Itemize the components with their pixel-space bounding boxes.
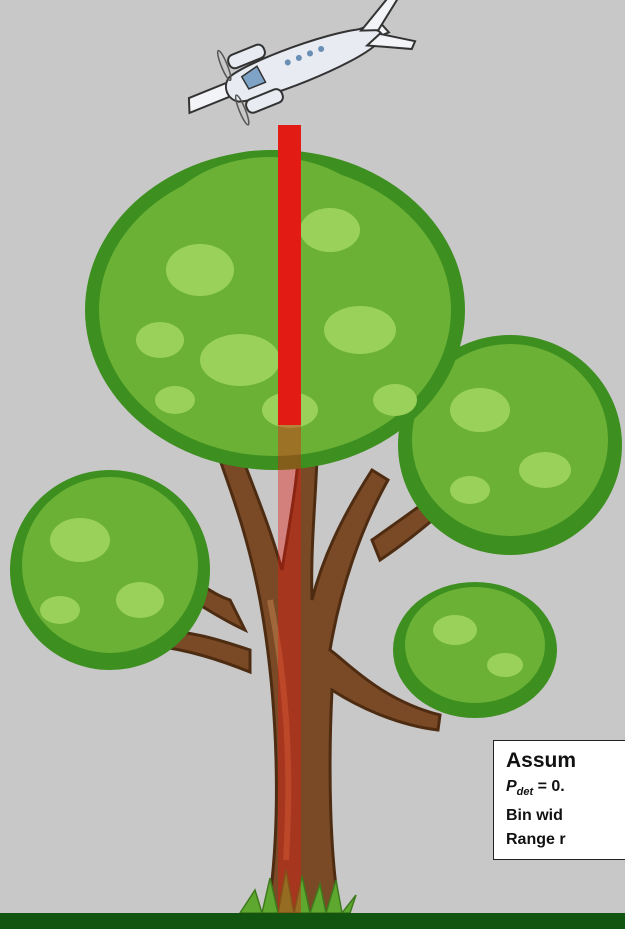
pdet-subscript: det bbox=[517, 786, 534, 798]
ground bbox=[0, 913, 625, 929]
assumptions-box: Assum Pdet = 0. Bin wid Range r bbox=[493, 740, 625, 860]
laser-beam bbox=[278, 125, 301, 915]
pdet-value: = 0. bbox=[533, 778, 565, 795]
pdet-symbol: Pdet bbox=[506, 778, 533, 795]
foliage-crown bbox=[85, 150, 465, 470]
range-line: Range r bbox=[506, 828, 625, 852]
assumptions-title: Assum bbox=[506, 747, 625, 775]
foliage-left bbox=[10, 470, 210, 670]
pdet-letter: P bbox=[506, 778, 517, 795]
pdet-line: Pdet = 0. bbox=[506, 775, 625, 804]
airplane-icon bbox=[172, 0, 421, 144]
bin-width-line: Bin wid bbox=[506, 804, 625, 828]
foliage-lower-right bbox=[393, 582, 557, 718]
